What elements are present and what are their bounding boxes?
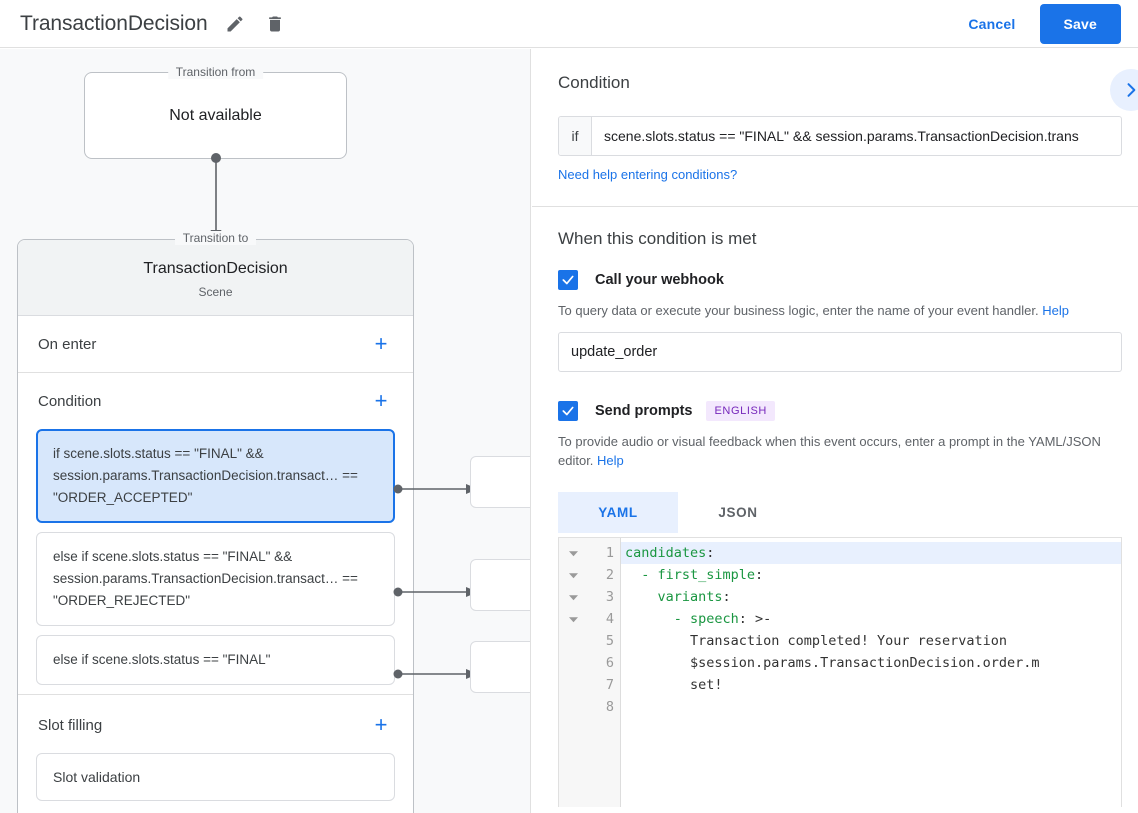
call-webhook-row: Call your webhook: [558, 270, 1138, 290]
line-number: 4: [605, 611, 614, 627]
page-title: TransactionDecision: [20, 11, 208, 35]
line-number: 7: [605, 677, 614, 693]
save-button[interactable]: Save: [1039, 3, 1121, 44]
call-webhook-checkbox[interactable]: [558, 270, 578, 290]
condition-if-label: if: [559, 117, 592, 155]
tab-json[interactable]: JSON: [718, 505, 758, 520]
code-line: - first_simple:: [625, 567, 764, 583]
when-met-heading: When this condition is met: [558, 229, 757, 248]
send-prompts-checkbox[interactable]: [558, 401, 578, 421]
webhook-description-text: To query data or execute your business l…: [558, 303, 1039, 318]
scene-card: TransactionDecision Scene On enter + Con…: [17, 239, 414, 813]
slot-validation-item[interactable]: Slot validation: [36, 753, 395, 801]
line-number: 2: [605, 567, 614, 583]
code-line: Transaction completed! Your reservation: [625, 633, 1008, 649]
editor-format-tabs: YAML JSON: [558, 492, 1138, 533]
graph-connector-arrow: [210, 153, 222, 242]
language-badge: ENGLISH: [706, 401, 775, 421]
line-number: 5: [605, 633, 614, 649]
prompts-description: To provide audio or visual feedback when…: [558, 432, 1122, 470]
section-title-condition: Condition: [38, 392, 102, 410]
trash-icon[interactable]: [262, 11, 288, 37]
app-header: TransactionDecision Cancel Save: [0, 0, 1138, 48]
webhook-handler-input[interactable]: [558, 332, 1122, 372]
webhook-description: To query data or execute your business l…: [558, 301, 1122, 320]
prompt-code-editor[interactable]: 1 2 3 4 5 6 7 8 candidates: - first_simp…: [558, 537, 1122, 807]
line-number: 8: [605, 699, 614, 715]
code-fold-gutter: [559, 538, 587, 807]
condition-section: Condition if Need help entering conditio…: [532, 49, 1138, 207]
scene-card-header: TransactionDecision Scene: [18, 240, 413, 316]
section-title-on-enter: On enter: [38, 335, 97, 353]
fold-toggle-icon[interactable]: [559, 564, 587, 586]
section-slot-filling: Slot filling + Slot validation: [18, 695, 413, 801]
code-line: set!: [625, 677, 723, 693]
section-on-enter: On enter +: [18, 316, 413, 372]
divider: [18, 372, 413, 373]
add-condition-button[interactable]: +: [369, 389, 393, 413]
condition-input[interactable]: [592, 117, 1121, 155]
fold-toggle-icon[interactable]: [559, 542, 587, 564]
condition-list: if scene.slots.status == "FINAL" && sess…: [18, 429, 413, 685]
call-webhook-label: Call your webhook: [595, 272, 724, 288]
edge-target-box-1[interactable]: [470, 559, 530, 611]
webhook-help-link[interactable]: Help: [1042, 303, 1069, 318]
code-line: $session.params.TransactionDecision.orde…: [625, 655, 1040, 671]
edge-target-box-0[interactable]: [470, 456, 530, 508]
scene-graph-panel: Transition from Not available Transition…: [0, 49, 531, 813]
line-number: 1: [605, 545, 614, 561]
scene-subtitle: Scene: [198, 285, 233, 299]
condition-help-link[interactable]: Need help entering conditions?: [558, 167, 738, 182]
fold-toggle-icon[interactable]: [559, 586, 587, 608]
chevron-right-icon[interactable]: [1110, 69, 1138, 111]
code-line-numbers: 1 2 3 4 5 6 7 8: [587, 538, 621, 807]
slot-filling-header: Slot filling +: [18, 697, 413, 753]
prompts-description-text: To provide audio or visual feedback when…: [558, 434, 1101, 468]
line-number: 3: [605, 589, 614, 605]
condition-heading: Condition: [558, 73, 630, 92]
section-title-slot-filling: Slot filling: [38, 716, 103, 734]
section-condition: Condition +: [18, 373, 413, 429]
send-prompts-row: Send prompts ENGLISH: [558, 401, 1138, 421]
when-condition-met-section: When this condition is met Call your web…: [532, 207, 1138, 807]
condition-item-1[interactable]: else if scene.slots.status == "FINAL" &&…: [36, 532, 395, 626]
condition-input-wrap: if: [558, 116, 1122, 156]
code-line: - speech: >-: [625, 611, 772, 627]
scene-name: TransactionDecision: [143, 260, 288, 277]
code-line: [621, 696, 1121, 718]
code-line: candidates:: [621, 542, 1121, 564]
code-line: variants:: [625, 589, 731, 605]
add-slot-filling-button[interactable]: +: [369, 713, 393, 737]
send-prompts-label: Send prompts: [595, 403, 693, 419]
fold-toggle-icon[interactable]: [559, 608, 587, 630]
tab-yaml[interactable]: YAML: [558, 492, 678, 533]
line-number: 6: [605, 655, 614, 671]
transition-from-value: Not available: [169, 106, 262, 124]
edge-target-box-2[interactable]: [470, 641, 530, 693]
transition-from-card: Transition from Not available: [84, 65, 347, 159]
divider: [18, 694, 413, 695]
prompts-help-link[interactable]: Help: [597, 453, 624, 468]
pencil-icon[interactable]: [222, 11, 248, 37]
add-on-enter-button[interactable]: +: [369, 332, 393, 356]
transition-from-legend: Transition from: [167, 65, 264, 79]
cancel-button[interactable]: Cancel: [956, 8, 1027, 40]
detail-panel: Condition if Need help entering conditio…: [532, 49, 1138, 813]
condition-item-2[interactable]: else if scene.slots.status == "FINAL": [36, 635, 395, 685]
code-content[interactable]: candidates: - first_simple: variants: - …: [621, 538, 1121, 807]
condition-item-0[interactable]: if scene.slots.status == "FINAL" && sess…: [36, 429, 395, 523]
